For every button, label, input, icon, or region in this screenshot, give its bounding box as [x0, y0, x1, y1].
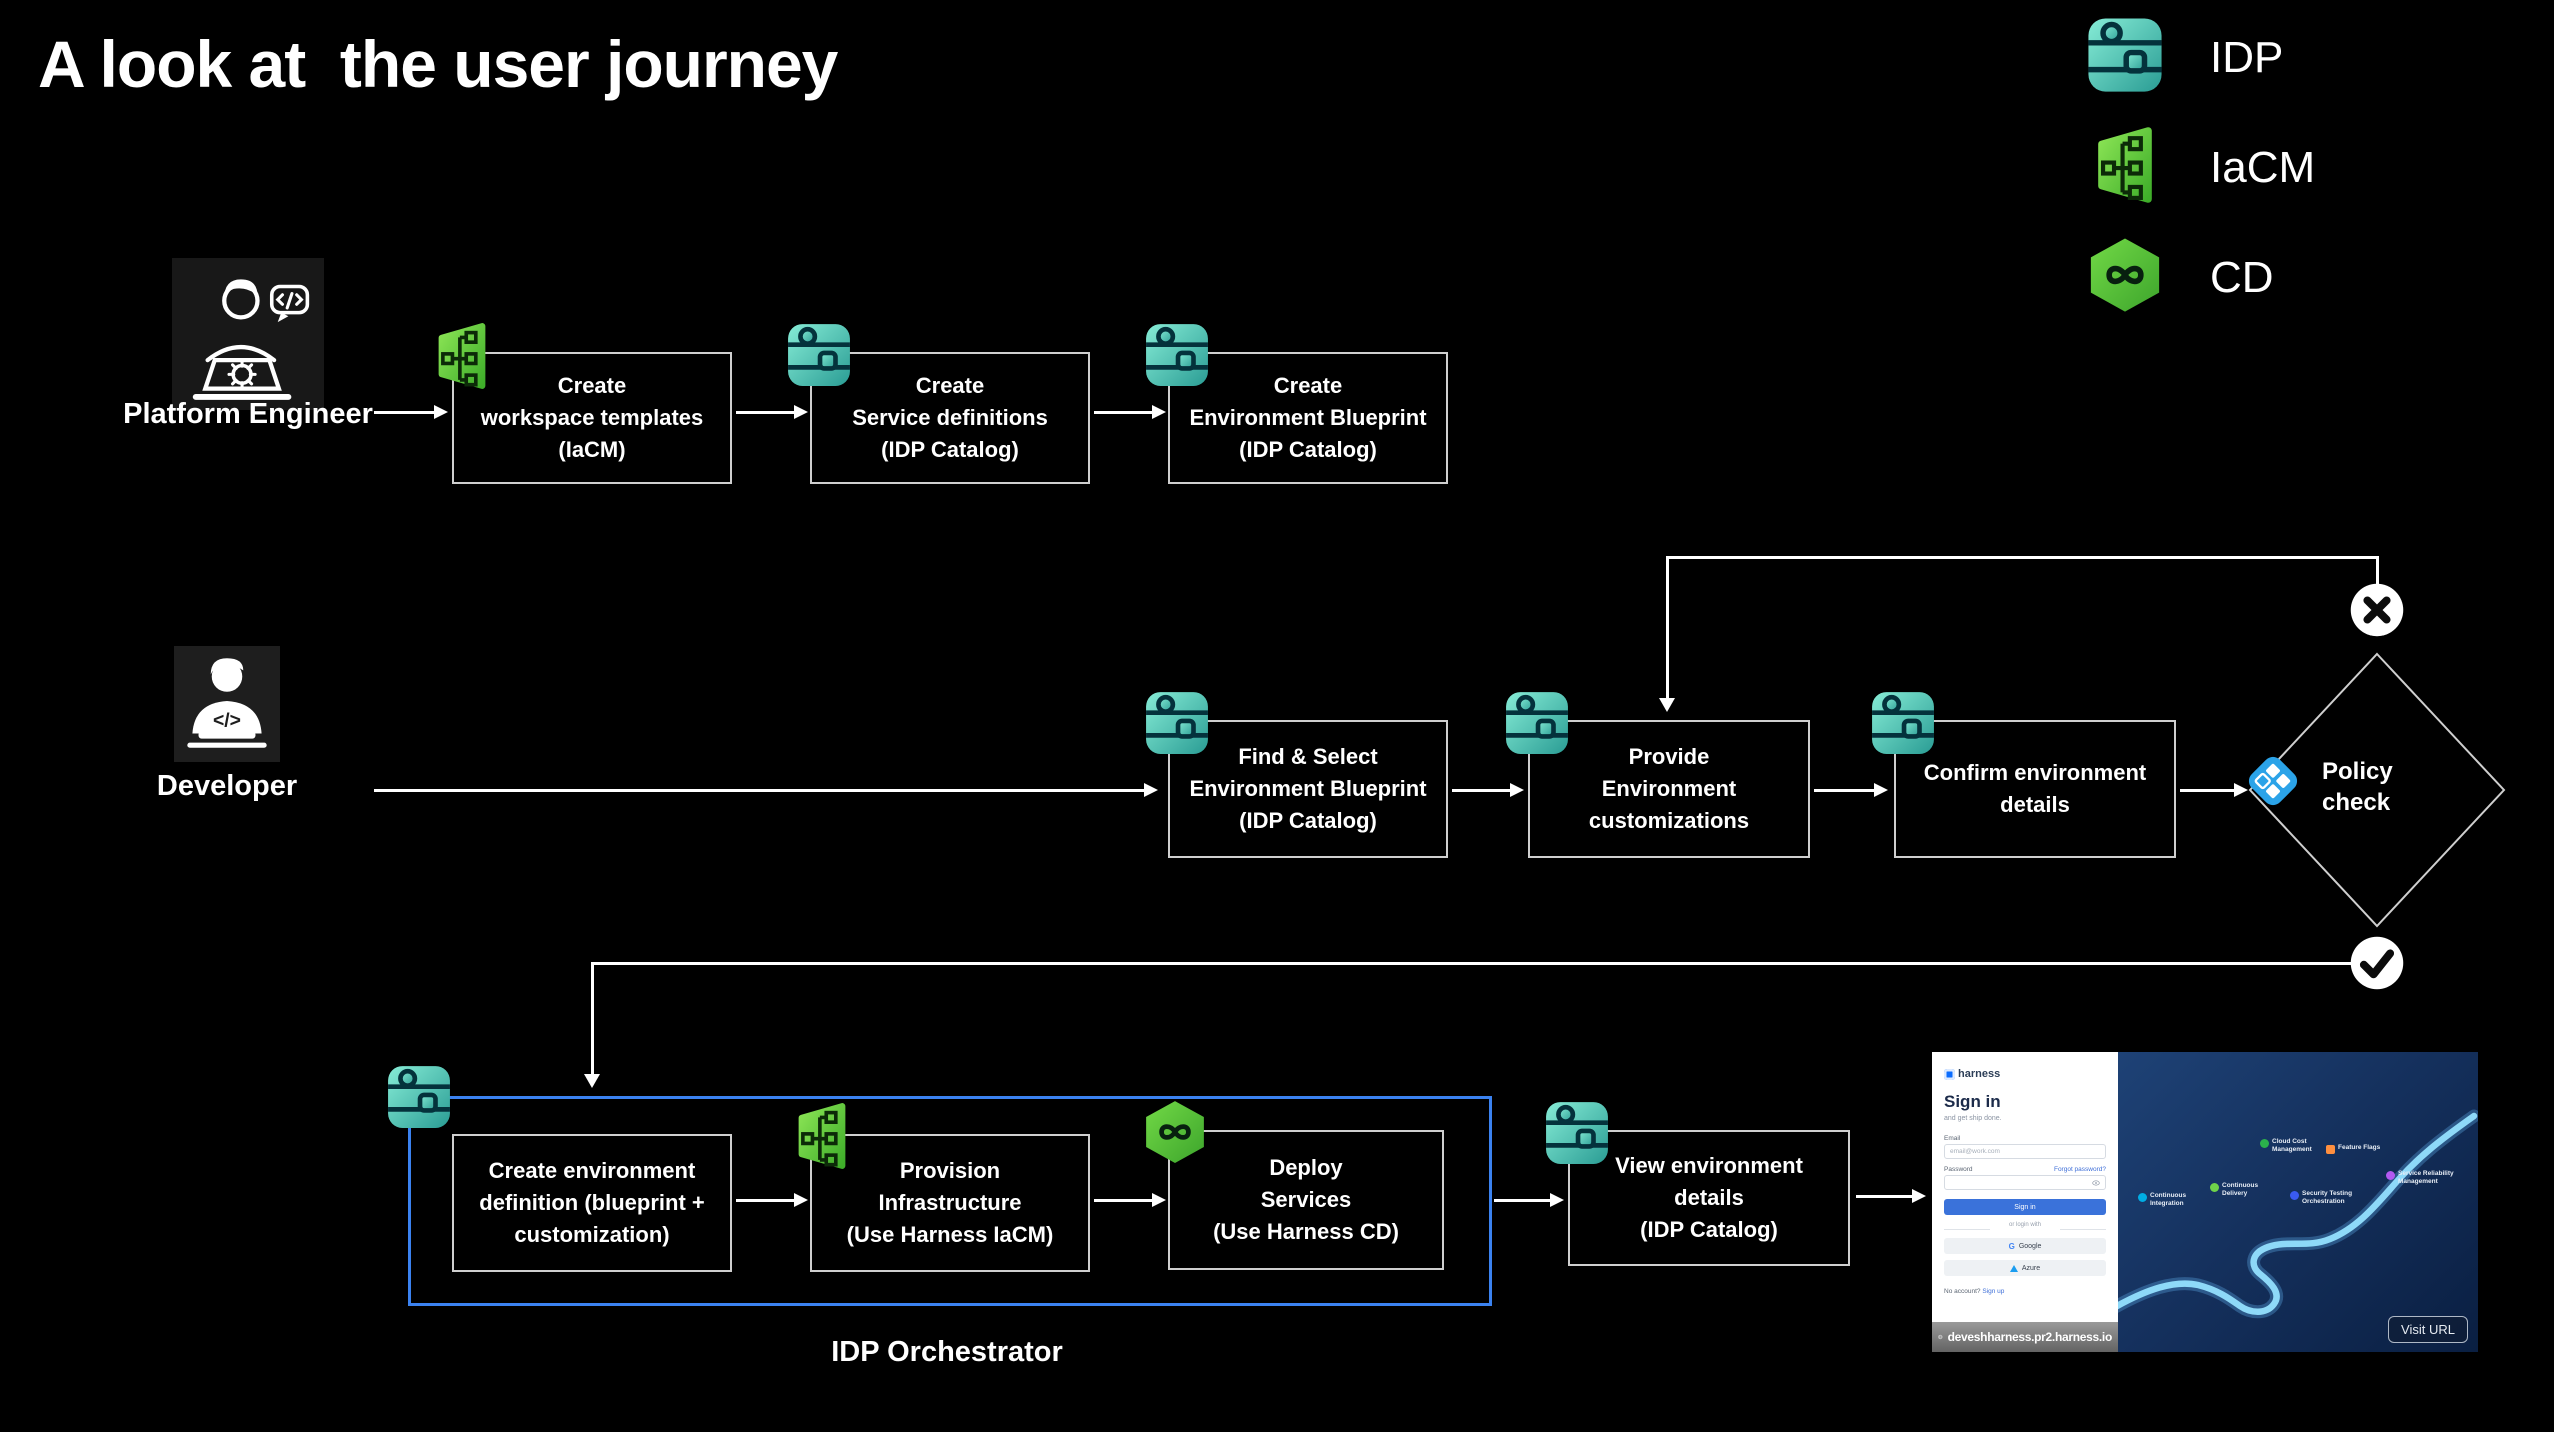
fail-line-down: [1666, 556, 1669, 698]
journey-road-graphic: [2118, 1109, 2478, 1319]
legend-label-cd: CD: [2210, 253, 2274, 302]
idp-icon: [1544, 1098, 1610, 1168]
pass-line-across: [591, 962, 2351, 965]
lane-label-platform-engineer: Platform Engineer: [123, 398, 373, 430]
eye-icon[interactable]: [2092, 1179, 2100, 1187]
step-create-workspace-templates: Create workspace templates (IaCM): [452, 352, 732, 484]
azure-icon: [2009, 1264, 2018, 1272]
policy-check-label: Policy check: [2322, 758, 2393, 817]
arrow-developer-to-find: [374, 789, 1146, 792]
ci-module-icon: [2138, 1193, 2147, 1202]
idp-orchestrator-label: IDP Orchestrator: [831, 1336, 1063, 1368]
policy-icon: [2244, 752, 2302, 810]
policy-pass-icon: [2349, 935, 2405, 991]
module-cloud-cost-management: Cloud Cost Management: [2260, 1138, 2312, 1154]
step-view-environment-details: View environment details (IDP Catalog): [1568, 1130, 1850, 1266]
no-account-row: No account? Sign up: [1944, 1288, 2005, 1295]
harness-modules-graphic: Continuous Integration Continuous Delive…: [2118, 1052, 2478, 1352]
legend-label-iacm: IaCM: [2210, 143, 2316, 192]
cd-icon: [2086, 236, 2164, 314]
pass-arrowhead: [584, 1074, 600, 1088]
module-security-testing: Security Testing Orchestration: [2290, 1190, 2352, 1206]
email-field[interactable]: email@work.com: [1944, 1144, 2106, 1159]
step-create-environment-blueprint: Create Environment Blueprint (IDP Catalo…: [1168, 352, 1448, 484]
step-find-select-blueprint: Find & Select Environment Blueprint (IDP…: [1168, 720, 1448, 858]
step-provide-customizations: Provide Environment customizations: [1528, 720, 1810, 858]
policy-fail-icon: [2349, 582, 2405, 638]
login-divider: or login with: [1944, 1222, 2106, 1236]
arrow-confirm-to-policy: [2180, 789, 2236, 792]
signin-heading: Sign in: [1944, 1092, 2001, 1111]
signup-link[interactable]: Sign up: [1982, 1288, 2005, 1295]
arrow-provision-to-deploy: [1094, 1199, 1154, 1202]
iacm-icon: [788, 1102, 856, 1170]
step-confirm-environment-details: Confirm environment details: [1894, 720, 2176, 858]
policy-check-diamond: [2248, 652, 2506, 928]
idp-icon: [1144, 688, 1210, 758]
idp-icon: [386, 1062, 452, 1132]
password-field[interactable]: [1944, 1175, 2106, 1190]
srm-module-icon: [2386, 1171, 2395, 1180]
step-deploy-services: Deploy Services (Use Harness CD): [1168, 1130, 1444, 1270]
harness-logo-icon: [1944, 1068, 1955, 1080]
step-create-environment-definition: Create environment definition (blueprint…: [452, 1134, 732, 1272]
arrow-create-to-provision: [736, 1199, 796, 1202]
password-label: Password: [1944, 1166, 1973, 1173]
step-provision-infrastructure: Provision Infrastructure (Use Harness Ia…: [810, 1134, 1090, 1272]
arrow-view-to-screenshot: [1856, 1195, 1914, 1198]
url-bar: deveshharness.pr2.harness.io: [1932, 1322, 2118, 1352]
harness-signin-screenshot: harness Sign in and get ship done. Email…: [1932, 1052, 2478, 1352]
lane-label-developer: Developer: [156, 770, 298, 802]
platform-engineer-icon: [172, 258, 324, 410]
step-create-service-definitions: Create Service definitions (IDP Catalog): [810, 352, 1090, 484]
idp-icon: [786, 320, 852, 390]
module-continuous-integration: Continuous Integration: [2138, 1192, 2186, 1208]
legend-label-idp: IDP: [2210, 33, 2284, 82]
arrow-pe-to-step1: [374, 411, 436, 414]
fail-line-across: [1666, 556, 2378, 559]
ff-module-icon: [2326, 1145, 2335, 1154]
developer-icon: [174, 646, 280, 762]
brand-name: harness: [1958, 1068, 2001, 1080]
environment-url: deveshharness.pr2.harness.io: [1947, 1330, 2113, 1344]
signin-tagline: and get ship done.: [1944, 1115, 2002, 1122]
sto-module-icon: [2290, 1191, 2299, 1200]
arrow-find-to-provide: [1452, 789, 1512, 792]
arrow-provide-to-confirm: [1814, 789, 1876, 792]
cd-icon: [1142, 1096, 1208, 1168]
globe-icon: [1938, 1330, 1943, 1344]
idp-orchestrator-container: [408, 1096, 1492, 1306]
cd-module-icon: [2210, 1183, 2219, 1192]
google-icon: G: [2008, 1241, 2015, 1251]
idp-icon: [1870, 688, 1936, 758]
module-feature-flags: Feature Flags: [2326, 1144, 2380, 1154]
iacm-icon: [428, 322, 496, 390]
email-placeholder: email@work.com: [1950, 1148, 2000, 1155]
pass-line-down: [591, 962, 594, 1074]
visit-url-button[interactable]: Visit URL: [2388, 1316, 2468, 1343]
fail-line-up: [2376, 556, 2379, 584]
google-login-button[interactable]: G Google: [1944, 1238, 2106, 1254]
email-label: Email: [1944, 1135, 1961, 1142]
arrow-orchestrator-to-view: [1494, 1199, 1552, 1202]
idp-icon: [1504, 688, 1570, 758]
arrow-step2-to-step3: [1094, 411, 1154, 414]
idp-icon: [2086, 16, 2164, 94]
azure-login-button[interactable]: Azure: [1944, 1260, 2106, 1276]
module-continuous-delivery: Continuous Delivery: [2210, 1182, 2258, 1198]
signin-panel: harness Sign in and get ship done. Email…: [1932, 1052, 2118, 1352]
page-title: A look at the user journey: [38, 27, 838, 101]
iacm-icon: [2086, 126, 2164, 204]
idp-icon: [1144, 320, 1210, 390]
fail-arrowhead: [1659, 698, 1675, 712]
forgot-password-link[interactable]: Forgot password?: [2053, 1166, 2106, 1173]
module-service-reliability: Service Reliability Management: [2386, 1170, 2454, 1186]
arrow-step1-to-step2: [736, 411, 796, 414]
signin-button[interactable]: Sign in: [1944, 1199, 2106, 1215]
ccm-module-icon: [2260, 1139, 2269, 1148]
